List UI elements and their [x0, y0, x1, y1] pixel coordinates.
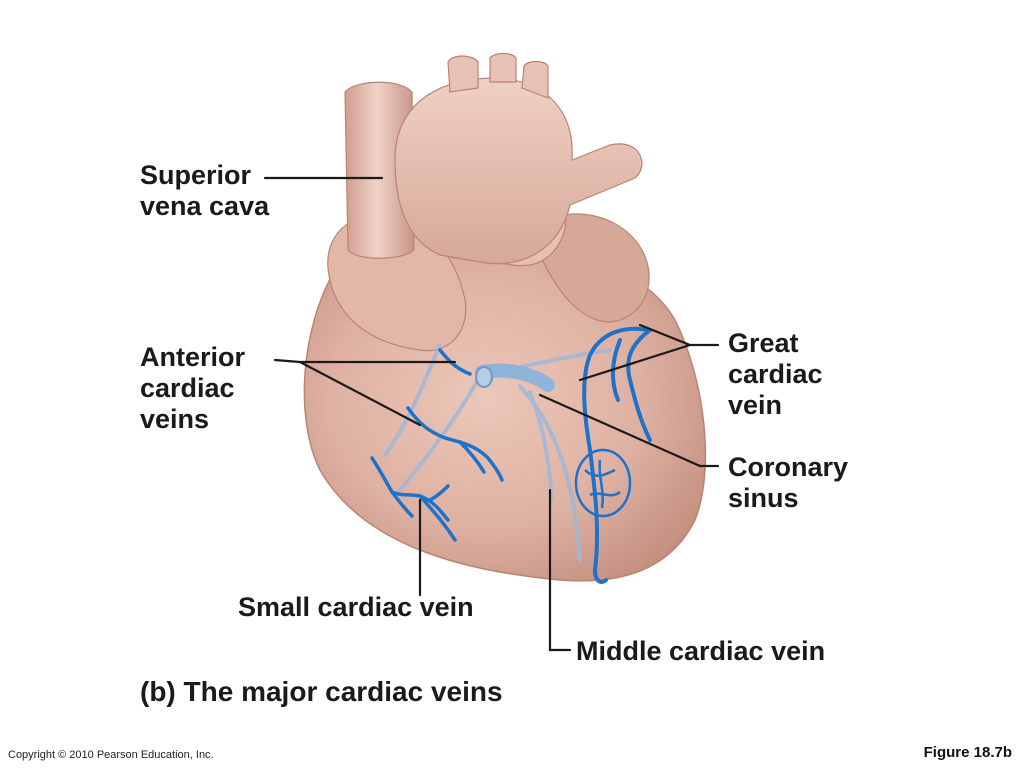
- coronary-sinus-vessel: [475, 363, 555, 392]
- leader-great-cardiac-vein: [578, 323, 720, 382]
- label-small-cardiac-vein: Small cardiac vein: [238, 592, 474, 622]
- leader-coronary-sinus: [538, 393, 720, 468]
- figure-number: Figure 18.7b: [923, 744, 1012, 761]
- label-superior-vena-cava: Superior vena cava: [140, 160, 270, 221]
- apex-vein-network: [574, 448, 632, 518]
- leader-lines: [263, 176, 720, 652]
- leader-anterior-cardiac-veins: [273, 358, 457, 427]
- label-coronary-sinus: Coronary sinus: [728, 452, 849, 513]
- anterior-cardiac-veins-vessel: [406, 348, 504, 482]
- aortic-branches: [447, 52, 549, 99]
- leader-middle-cardiac-vein: [548, 488, 572, 652]
- figure-caption: (b) The major cardiac veins: [140, 676, 503, 707]
- label-anterior-cardiac-veins: Anterior cardiac veins: [140, 342, 246, 434]
- copyright-notice: Copyright © 2010 Pearson Education, Inc.: [8, 749, 214, 761]
- label-middle-cardiac-vein: Middle cardiac vein: [576, 636, 826, 666]
- label-great-cardiac-vein: Great cardiac vein: [728, 328, 823, 420]
- superior-vena-cava: [344, 81, 415, 259]
- small-cardiac-vein-vessel: [370, 456, 457, 542]
- faint-veins: [383, 343, 612, 562]
